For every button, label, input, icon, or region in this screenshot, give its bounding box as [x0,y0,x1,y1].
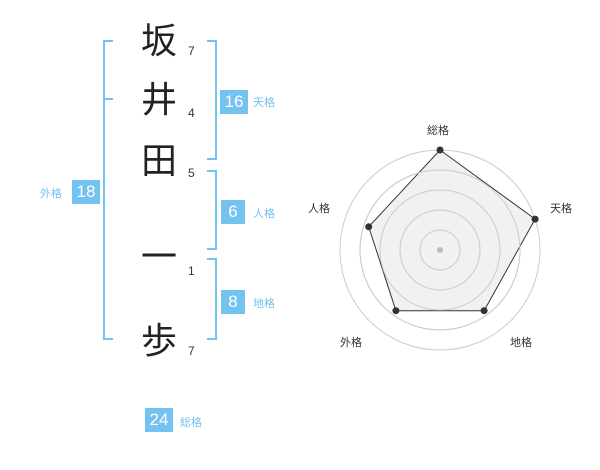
tenkaku-badge: 16 [220,90,248,114]
stroke-count-1: 7 [188,44,195,58]
soukaku-badge: 24 [145,408,173,432]
soukaku-label: 総格 [180,416,202,429]
chikaku-badge: 8 [221,290,245,314]
name-char-4: 一 [140,237,177,278]
radar-grid-ring-1 [419,229,461,271]
radar-grid-ring-3 [379,189,501,311]
radar-grid-ring-2 [399,209,481,291]
radar-axis-label-chikaku: 地格 [510,336,532,349]
name-char-5: 歩 [140,321,177,362]
radar-grid-ring-4 [359,169,521,331]
stroke-count-2: 4 [188,106,195,120]
radar-axis-label-soukaku: 総格 [427,124,449,137]
jinkaku-label: 人格 [253,207,275,220]
tenkaku-bracket [205,40,217,160]
stroke-count-4: 1 [188,264,195,278]
radar-axis-label-jinkaku: 人格 [308,202,330,215]
jinkaku-bracket [205,170,217,250]
name-char-2: 井 [140,80,177,121]
gaikaku-bracket [103,40,119,340]
radar-axis-label-tenkaku: 天格 [550,202,572,215]
radar-point-1 [436,146,444,154]
chikaku-bracket [205,258,217,340]
stroke-count-5: 7 [188,344,195,358]
radar-center-dot [437,247,443,253]
radar-point-5 [365,223,373,231]
stroke-count-3: 5 [188,166,195,180]
gaikaku-badge: 18 [72,180,100,204]
radar-point-4 [392,307,400,315]
tenkaku-label: 天格 [253,96,275,109]
name-char-1: 坂 [140,21,177,62]
name-char-3: 田 [140,141,177,182]
radar-axis-label-gaikaku: 外格 [340,336,362,349]
radar-point-2 [531,215,539,223]
jinkaku-badge: 6 [221,200,245,224]
radar-point-3 [480,307,488,315]
chikaku-label: 地格 [253,297,275,310]
gaikaku-label: 外格 [40,187,62,200]
